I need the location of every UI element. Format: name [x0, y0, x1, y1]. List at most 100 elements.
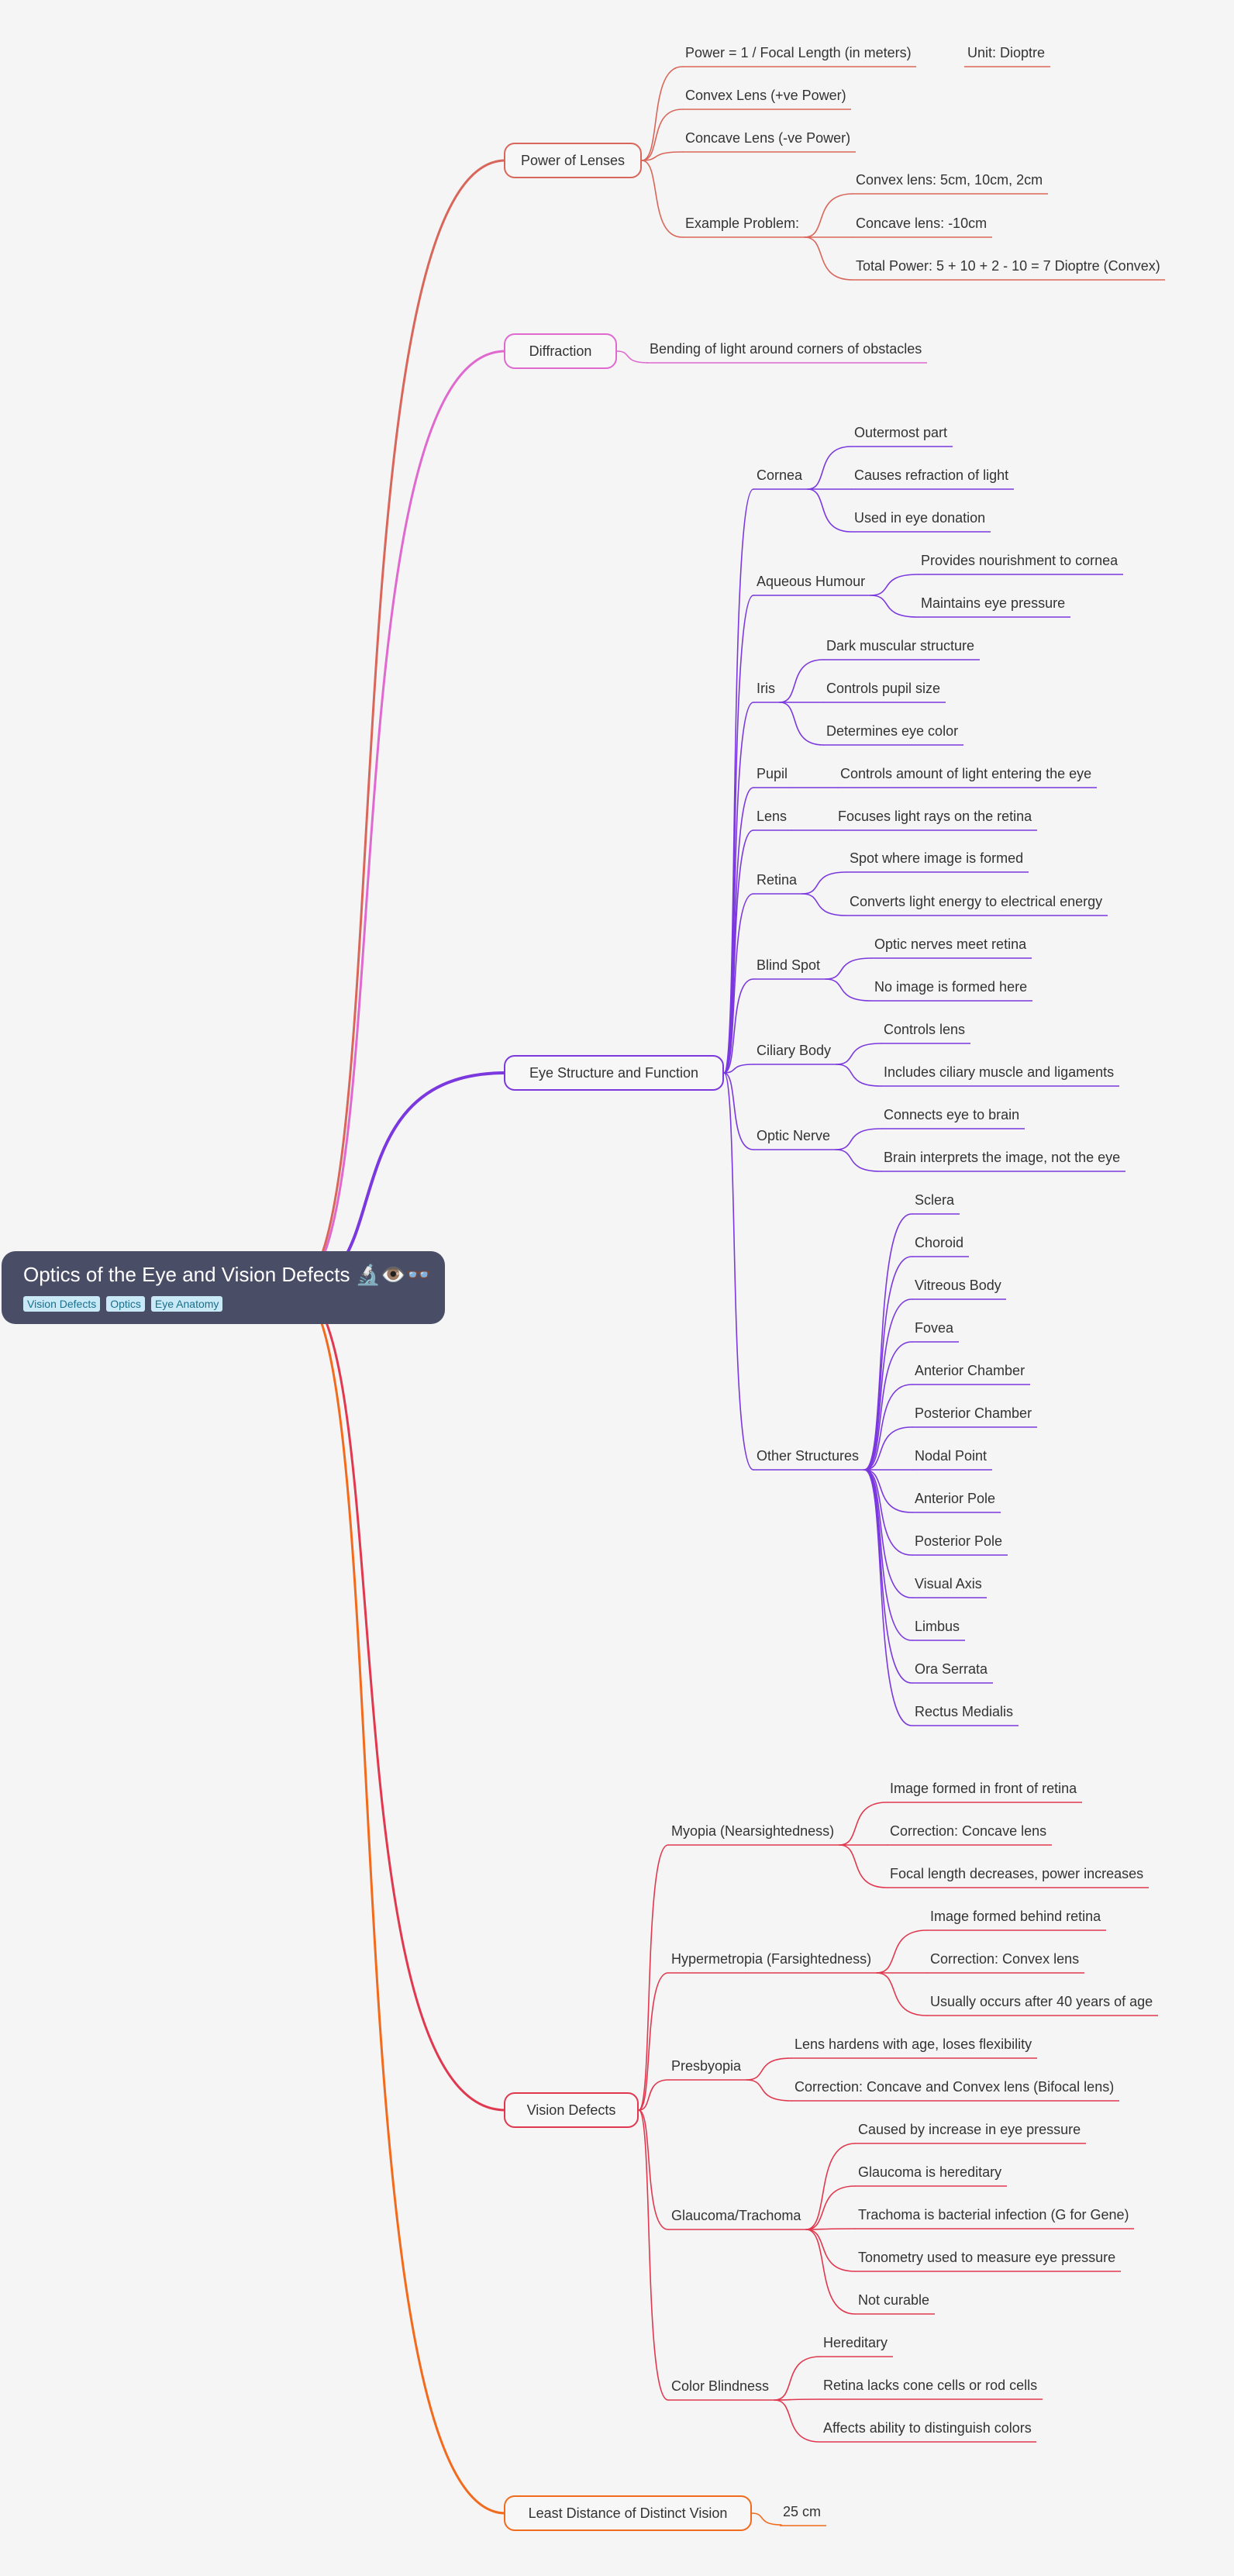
defect-sub-affects-ability-to-distinguish-colors[interactable]: Affects ability to distinguish colors: [823, 2420, 1032, 2436]
eye-sub-optic-nerves-meet-retina[interactable]: Optic nerves meet retina: [874, 936, 1027, 952]
eye-sub-focuses-light-rays-on-the-retina[interactable]: Focuses light rays on the retina: [838, 809, 1032, 824]
diffraction-item[interactable]: Bending of light around corners of obsta…: [650, 341, 922, 357]
eye-part-iris[interactable]: Iris: [757, 681, 775, 696]
power-item-2[interactable]: Concave Lens (-ve Power): [685, 130, 851, 146]
defect-sub-hereditary[interactable]: Hereditary: [823, 2335, 888, 2350]
branch-eye-structure[interactable]: Eye Structure and Function: [504, 1055, 724, 1091]
connector: [638, 1972, 669, 2111]
eye-part-cornea[interactable]: Cornea: [757, 467, 803, 483]
eye-sub-converts-light-energy-to-electrical-ener[interactable]: Converts light energy to electrical ener…: [850, 894, 1103, 909]
eye-part-optic-nerve[interactable]: Optic Nerve: [757, 1128, 831, 1143]
defect-sub-glaucoma-is-hereditary[interactable]: Glaucoma is hereditary: [858, 2164, 1002, 2180]
defect-presbyopia[interactable]: Presbyopia: [671, 2058, 742, 2074]
defect-sub-correction-concave-lens[interactable]: Correction: Concave lens: [890, 1823, 1047, 1839]
example-item-1[interactable]: Concave lens: -10cm: [856, 216, 988, 231]
connector: [293, 1286, 507, 2112]
defect-sub-correction-convex-lens[interactable]: Correction: Convex lens: [930, 1951, 1080, 1967]
defect-sub-focal-length-decreases-power-increases[interactable]: Focal length decreases, power increases: [890, 1866, 1144, 1881]
example-item-2[interactable]: Total Power: 5 + 10 + 2 - 10 = 7 Dioptre…: [856, 258, 1160, 274]
eye-part-blind-spot[interactable]: Blind Spot: [757, 957, 821, 973]
connector: [836, 1043, 881, 1065]
defect-sub-retina-lacks-cone-cells-or-rod-cells[interactable]: Retina lacks cone cells or rod cells: [823, 2378, 1038, 2393]
eye-part-pupil[interactable]: Pupil: [757, 766, 788, 781]
defect-color-blindness[interactable]: Color Blindness: [671, 2378, 770, 2394]
connector: [807, 446, 852, 490]
tag-eye-anatomy[interactable]: Eye Anatomy: [150, 1296, 223, 1312]
eye-sub-connects-eye-to-brain[interactable]: Connects eye to brain: [884, 1107, 1020, 1122]
eye-sub-controls-pupil-size[interactable]: Controls pupil size: [826, 681, 941, 696]
connector: [779, 702, 824, 746]
tag-vision-defects[interactable]: Vision Defects: [23, 1296, 101, 1312]
defect-sub-caused-by-increase-in-eye-pressure[interactable]: Caused by increase in eye pressure: [858, 2122, 1081, 2137]
connector: [293, 350, 507, 1289]
root-title: Optics of the Eye and Vision Defects 🔬👁️…: [23, 1263, 431, 1286]
connector: [774, 2399, 821, 2443]
branch-diffraction[interactable]: Diffraction: [504, 333, 617, 369]
defect-sub-not-curable[interactable]: Not curable: [858, 2292, 930, 2308]
branch-vision-defects[interactable]: Vision Defects: [504, 2092, 639, 2128]
eye-sub-anterior-chamber[interactable]: Anterior Chamber: [915, 1363, 1025, 1378]
eye-sub-visual-axis[interactable]: Visual Axis: [915, 1576, 982, 1591]
eye-part-aqueous-humour[interactable]: Aqueous Humour: [757, 574, 866, 589]
defect-sub-trachoma-is-bacterial-infection-g-for-ge[interactable]: Trachoma is bacterial infection (G for G…: [858, 2207, 1129, 2223]
eye-sub-dark-muscular-structure[interactable]: Dark muscular structure: [826, 638, 975, 653]
connector: [863, 1469, 912, 1684]
eye-sub-provides-nourishment-to-cornea[interactable]: Provides nourishment to cornea: [921, 553, 1119, 568]
eye-sub-used-in-eye-donation[interactable]: Used in eye donation: [854, 510, 986, 526]
eye-sub-maintains-eye-pressure[interactable]: Maintains eye pressure: [921, 595, 1066, 611]
eye-part-retina[interactable]: Retina: [757, 872, 798, 888]
eye-sub-nodal-point[interactable]: Nodal Point: [915, 1448, 988, 1464]
eye-sub-includes-ciliary-muscle-and-ligaments[interactable]: Includes ciliary muscle and ligaments: [884, 1064, 1115, 1080]
eye-sub-controls-amount-of-light-entering-the-ey[interactable]: Controls amount of light entering the ey…: [840, 766, 1092, 781]
defect-sub-tonometry-used-to-measure-eye-pressure[interactable]: Tonometry used to measure eye pressure: [858, 2250, 1116, 2265]
eye-sub-anterior-pole[interactable]: Anterior Pole: [915, 1491, 996, 1506]
defect-hypermetropia-farsightedness[interactable]: Hypermetropia (Farsightedness): [671, 1951, 872, 1967]
power-item-3[interactable]: Example Problem:: [685, 216, 800, 231]
defect-glaucoma-trachoma[interactable]: Glaucoma/Trachoma: [671, 2208, 801, 2223]
connector: [839, 1802, 888, 1846]
power-item-0[interactable]: Power = 1 / Focal Length (in meters): [685, 45, 912, 60]
eye-sub-choroid[interactable]: Choroid: [915, 1235, 964, 1250]
eye-sub-posterior-pole[interactable]: Posterior Pole: [915, 1533, 1003, 1549]
eye-sub-no-image-is-formed-here[interactable]: No image is formed here: [874, 979, 1028, 995]
eye-part-lens[interactable]: Lens: [757, 809, 788, 824]
defect-sub-lens-hardens-with-age-loses-flexibility[interactable]: Lens hardens with age, loses flexibility: [795, 2036, 1032, 2052]
connector: [863, 1298, 912, 1471]
power-unit[interactable]: Unit: Dioptre: [967, 45, 1046, 60]
tag-optics[interactable]: Optics: [106, 1296, 145, 1312]
connector: [863, 1469, 912, 1556]
connector: [638, 2109, 669, 2401]
eye-part-ciliary-body[interactable]: Ciliary Body: [757, 1043, 832, 1058]
eye-sub-limbus[interactable]: Limbus: [915, 1619, 960, 1634]
eye-sub-causes-refraction-of-light[interactable]: Causes refraction of light: [854, 467, 1009, 483]
eye-sub-controls-lens[interactable]: Controls lens: [884, 1022, 966, 1037]
eye-sub-outermost-part[interactable]: Outermost part: [854, 425, 948, 440]
defect-sub-image-formed-in-front-of-retina[interactable]: Image formed in front of retina: [890, 1781, 1077, 1796]
connector: [746, 2079, 792, 2102]
eye-sub-spot-where-image-is-formed[interactable]: Spot where image is formed: [850, 850, 1024, 866]
eye-sub-brain-interprets-the-image-not-the-eye[interactable]: Brain interprets the image, not the eye: [884, 1150, 1121, 1165]
defect-sub-image-formed-behind-retina[interactable]: Image formed behind retina: [930, 1909, 1101, 1924]
eye-part-other-structures[interactable]: Other Structures: [757, 1448, 860, 1464]
eye-sub-determines-eye-color[interactable]: Determines eye color: [826, 723, 959, 739]
example-item-0[interactable]: Convex lens: 5cm, 10cm, 2cm: [856, 172, 1043, 188]
defect-myopia-nearsightedness[interactable]: Myopia (Nearsightedness): [671, 1823, 835, 1839]
least-distance-value[interactable]: 25 cm: [783, 2504, 822, 2519]
connector: [638, 2109, 669, 2230]
defect-sub-correction-concave-and-convex-lens-bifoc[interactable]: Correction: Concave and Convex lens (Bif…: [795, 2079, 1115, 2095]
eye-sub-rectus-medialis[interactable]: Rectus Medialis: [915, 1704, 1014, 1719]
eye-sub-vitreous-body[interactable]: Vitreous Body: [915, 1278, 1001, 1293]
eye-sub-fovea[interactable]: Fovea: [915, 1320, 954, 1336]
connector: [723, 1072, 754, 1150]
eye-sub-ora-serrata[interactable]: Ora Serrata: [915, 1661, 988, 1677]
connector: [723, 1072, 754, 1471]
power-item-1[interactable]: Convex Lens (+ve Power): [685, 88, 846, 103]
branch-power-of-lenses[interactable]: Power of Lenses: [504, 143, 642, 178]
root-topic[interactable]: Optics of the Eye and Vision Defects 🔬👁️…: [2, 1251, 445, 1324]
eye-sub-sclera[interactable]: Sclera: [915, 1192, 955, 1208]
eye-sub-posterior-chamber[interactable]: Posterior Chamber: [915, 1405, 1032, 1421]
connector: [805, 2229, 856, 2272]
defect-sub-usually-occurs-after-40-years-of-age[interactable]: Usually occurs after 40 years of age: [930, 1994, 1153, 2009]
connector: [870, 595, 919, 618]
branch-least-distance[interactable]: Least Distance of Distinct Vision: [504, 2495, 752, 2531]
